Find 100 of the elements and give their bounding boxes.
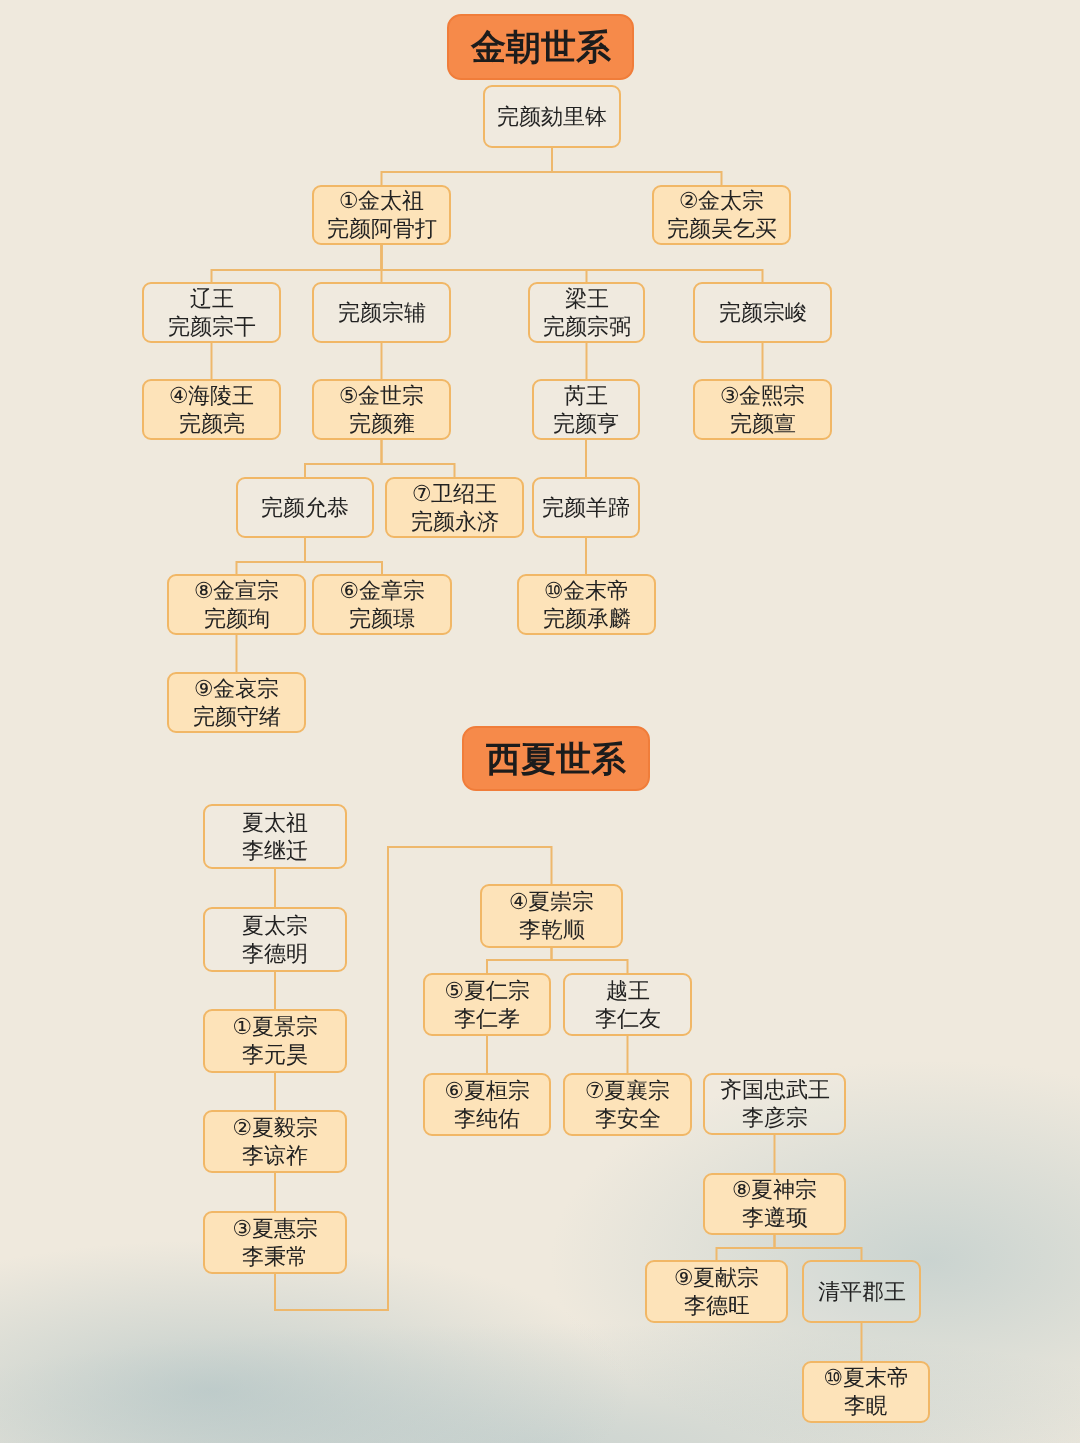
person-name: 李睍 <box>844 1392 888 1420</box>
connector-line <box>585 342 588 380</box>
person-name: 完颜珣 <box>203 604 270 633</box>
title-text: 越王 <box>605 976 650 1005</box>
title-text: ①夏景宗 <box>232 1013 318 1041</box>
title-text: ⑥金章宗 <box>339 576 425 605</box>
person-name: 完颜雍 <box>348 409 415 438</box>
shaded-name-box <box>652 185 791 245</box>
connector-line <box>235 634 238 673</box>
title-text: ③金熙宗 <box>719 381 806 410</box>
title-text: ②夏毅宗 <box>232 1113 318 1142</box>
title-text: ①金太祖 <box>338 187 425 215</box>
connector-line <box>550 947 629 974</box>
heading-text: 金朝世系 <box>470 27 611 67</box>
person-name: 完颜永济 <box>410 507 499 536</box>
shaded-name-box <box>312 379 451 440</box>
connector-line <box>486 1035 488 1074</box>
title-text: 夏太祖 <box>242 808 308 837</box>
person-name: 李德明 <box>242 939 308 968</box>
name-box <box>142 282 281 343</box>
title-text: 夏太宗 <box>242 911 308 940</box>
person-name: 完颜宗干 <box>167 312 256 341</box>
shaded-name-box <box>645 1260 788 1323</box>
heading-text: 西夏世系 <box>486 738 626 779</box>
title-text: ⑧金宣宗 <box>193 576 280 605</box>
name-box <box>563 973 692 1036</box>
person-name: 完颜羊蹄 <box>542 493 630 522</box>
connector-line <box>585 537 587 575</box>
shaded-name-box <box>563 1073 692 1136</box>
shaded-name-box <box>203 1211 347 1274</box>
title-text: 梁王 <box>564 284 609 313</box>
name-box <box>236 477 374 538</box>
shaded-name-box <box>802 1361 930 1423</box>
heading-box <box>447 14 634 80</box>
person-name: 李谅祚 <box>242 1141 308 1170</box>
person-name: 完颜宗辅 <box>337 298 426 327</box>
name-box <box>703 1073 846 1135</box>
connector-line <box>380 244 764 283</box>
person-name: 清平郡王 <box>817 1277 906 1306</box>
person-name: 李仁友 <box>594 1004 661 1033</box>
title-text: ④夏崇宗 <box>508 888 595 916</box>
connector-line <box>274 846 553 1311</box>
connector-line <box>585 439 587 478</box>
shaded-name-box <box>423 1073 551 1136</box>
title-text: ⑤金世宗 <box>338 381 425 410</box>
person-name: 完颜璟 <box>349 604 415 633</box>
shaded-name-box <box>693 379 832 440</box>
title-text: ③夏惠宗 <box>232 1214 318 1243</box>
person-name: 李安全 <box>594 1104 661 1133</box>
connector-line <box>551 147 723 186</box>
shaded-name-box <box>167 574 306 635</box>
title-text: ⑩夏末帝 <box>823 1364 909 1392</box>
name-box <box>483 85 621 148</box>
shaded-name-box <box>167 672 306 733</box>
title-text: ⑦卫绍王 <box>411 479 498 508</box>
shaded-name-box <box>142 379 281 440</box>
person-name: 完颜亶 <box>729 409 796 438</box>
name-box <box>528 282 645 343</box>
person-name: 完颜劾里钵 <box>497 102 607 131</box>
name-box <box>312 282 451 343</box>
person-name: 李秉常 <box>242 1242 308 1271</box>
person-name: 李仁孝 <box>454 1004 520 1033</box>
person-name: 完颜亨 <box>553 409 619 438</box>
name-box <box>203 907 347 972</box>
connector-line <box>274 971 276 1010</box>
person-name: 李纯佑 <box>454 1104 520 1133</box>
title-text: ②金太宗 <box>678 187 765 215</box>
title-text: ⑥夏桓宗 <box>444 1076 530 1105</box>
person-name: 李德旺 <box>683 1291 750 1320</box>
name-box <box>532 379 640 440</box>
person-name: 完颜承麟 <box>542 604 631 633</box>
person-name: 李元昊 <box>242 1041 308 1069</box>
person-name: 李彦宗 <box>741 1104 808 1132</box>
title-text: ⑨夏献宗 <box>673 1263 760 1292</box>
shaded-name-box <box>480 884 623 948</box>
connector-line <box>380 342 383 380</box>
person-name: 李遵顼 <box>741 1204 808 1232</box>
connector-line <box>274 1072 276 1111</box>
title-text: ⑨金哀宗 <box>193 674 280 703</box>
name-box <box>532 477 640 538</box>
heading-box <box>462 726 650 791</box>
shaded-name-box <box>385 477 524 538</box>
connector-line <box>761 342 764 380</box>
person-name: 李继迁 <box>242 836 308 865</box>
person-name: 完颜宗弼 <box>542 312 631 341</box>
name-box <box>203 804 347 869</box>
title-text: ④海陵王 <box>168 381 255 410</box>
title-text: ⑩金末帝 <box>543 576 630 605</box>
title-text: 芮王 <box>564 381 608 410</box>
connector-line <box>380 439 456 478</box>
person-name: 完颜亮 <box>178 409 245 438</box>
title-text: 齐国忠武王 <box>719 1076 830 1104</box>
title-text: ⑤夏仁宗 <box>444 976 530 1005</box>
connector-line <box>274 1172 276 1212</box>
shaded-name-box <box>312 574 452 635</box>
shaded-name-box <box>517 574 656 635</box>
person-name: 完颜宗峻 <box>718 298 807 327</box>
connector-line <box>274 868 276 908</box>
connector-line <box>304 537 383 575</box>
connector-line <box>860 1322 863 1362</box>
